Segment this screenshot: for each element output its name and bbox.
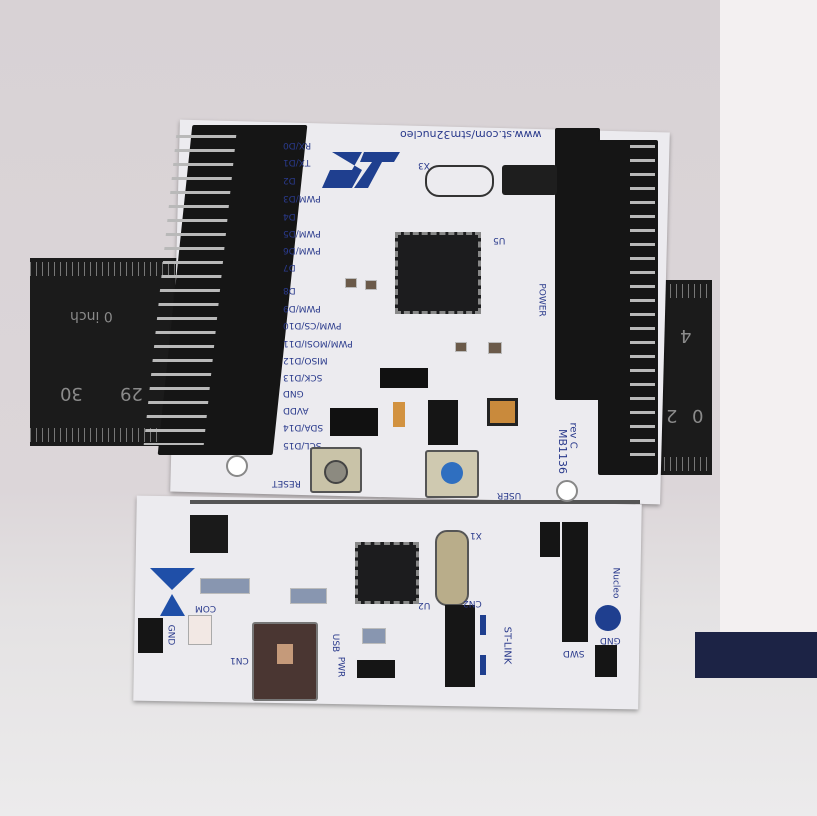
user-button[interactable] xyxy=(425,450,479,498)
x1-label: X1 xyxy=(470,530,482,540)
pin-label: D7 xyxy=(283,262,296,272)
reset-label: RESET xyxy=(272,478,301,488)
resistor-array xyxy=(362,628,386,644)
usb-label: USB xyxy=(330,633,341,653)
mounting-hole xyxy=(226,455,248,477)
revision-label: rev C xyxy=(567,422,579,449)
jumper xyxy=(330,408,378,436)
pin-label: D4 xyxy=(283,211,296,221)
stlink-label: ST-LINK xyxy=(501,626,513,665)
pwr-label: PWR xyxy=(335,656,346,678)
snap-line xyxy=(190,500,640,504)
resistor-array xyxy=(290,588,327,604)
pin-label: PWM/MOSI/D11 xyxy=(283,338,353,348)
stlink-jumper-marker xyxy=(480,615,486,635)
pin-label: AVDD xyxy=(283,405,309,415)
pin-label: SCK/D13 xyxy=(283,372,323,382)
mounting-hole xyxy=(556,480,578,502)
st-logo xyxy=(322,152,400,188)
smd-component xyxy=(488,342,502,354)
gnd-label: GND xyxy=(600,635,621,645)
cn1-label: CN1 xyxy=(230,655,249,665)
com-led xyxy=(188,615,212,645)
tantalum-cap xyxy=(393,402,405,427)
right-header-inner xyxy=(555,128,600,400)
pin-label: D8 xyxy=(283,285,296,295)
right-header-pins xyxy=(630,145,655,465)
user-button-cap xyxy=(441,462,463,484)
smd-component xyxy=(365,280,377,290)
u5-label: U5 xyxy=(493,235,506,245)
pin-label: GND xyxy=(283,388,304,398)
nucleo-logo xyxy=(595,605,621,631)
dark-binder xyxy=(695,632,817,678)
pin-label: PWM/D3 xyxy=(283,193,321,203)
ruler-label: 0 inch xyxy=(70,308,113,324)
crystal-x1 xyxy=(435,530,469,606)
tantalum-cap xyxy=(487,398,518,426)
eeprom-chip xyxy=(190,515,228,553)
ruler-label: 0 xyxy=(692,405,704,426)
cn12-header xyxy=(595,645,617,677)
ruler-label: 2 xyxy=(666,405,678,426)
nucleo-label: Nucleo xyxy=(610,567,621,599)
pwr-jumper xyxy=(357,660,395,678)
cn3-header xyxy=(138,618,163,653)
gnd-label-left: GND xyxy=(165,624,176,646)
power-label: POWER xyxy=(536,283,547,317)
x3-label: X3 xyxy=(418,160,430,170)
pin-label: TX/D1 xyxy=(283,157,311,167)
stlink-jumper-marker xyxy=(480,655,486,675)
usb-connector[interactable] xyxy=(252,622,318,701)
jumper xyxy=(380,368,428,388)
user-label: USER xyxy=(497,490,522,500)
url-text: www.st.com/stm32nucleo xyxy=(400,128,542,141)
pin-label: PWM/D6 xyxy=(283,245,321,255)
cn2-label: CN2 xyxy=(463,598,482,608)
paper-sheet xyxy=(720,0,817,640)
swd-label: SWD xyxy=(563,648,585,658)
com-label: COM xyxy=(195,603,217,613)
rx-tx-jumper xyxy=(540,522,560,557)
pin-label: MISO/D12 xyxy=(283,355,328,365)
pin-label: D2 xyxy=(283,175,296,185)
pin-label: PWM/D9 xyxy=(283,303,321,313)
stlink-jumpers xyxy=(445,605,475,687)
ruler-label: 30 xyxy=(60,383,83,404)
pin-label: PWM/CS/D10 xyxy=(283,320,342,330)
pin-label: PWM/D5 xyxy=(283,228,321,238)
ruler-label: 29 xyxy=(120,383,143,404)
crystal-black xyxy=(502,165,557,195)
u2-label: U2 xyxy=(418,600,431,610)
pin-label: SDA/D14 xyxy=(283,422,324,432)
crystal-x3 xyxy=(425,165,494,197)
stlink-mcu xyxy=(355,542,419,604)
smd-component xyxy=(345,278,357,288)
regulator xyxy=(428,400,458,445)
mcu-chip xyxy=(395,232,481,314)
reset-button[interactable] xyxy=(310,447,362,493)
smd-component xyxy=(455,342,467,352)
resistor-array xyxy=(200,578,250,594)
pin-label: RX/D0 xyxy=(283,140,312,150)
ruler-label: 4 xyxy=(680,325,692,346)
swd-header xyxy=(562,522,588,642)
st-logo-small xyxy=(150,568,195,616)
